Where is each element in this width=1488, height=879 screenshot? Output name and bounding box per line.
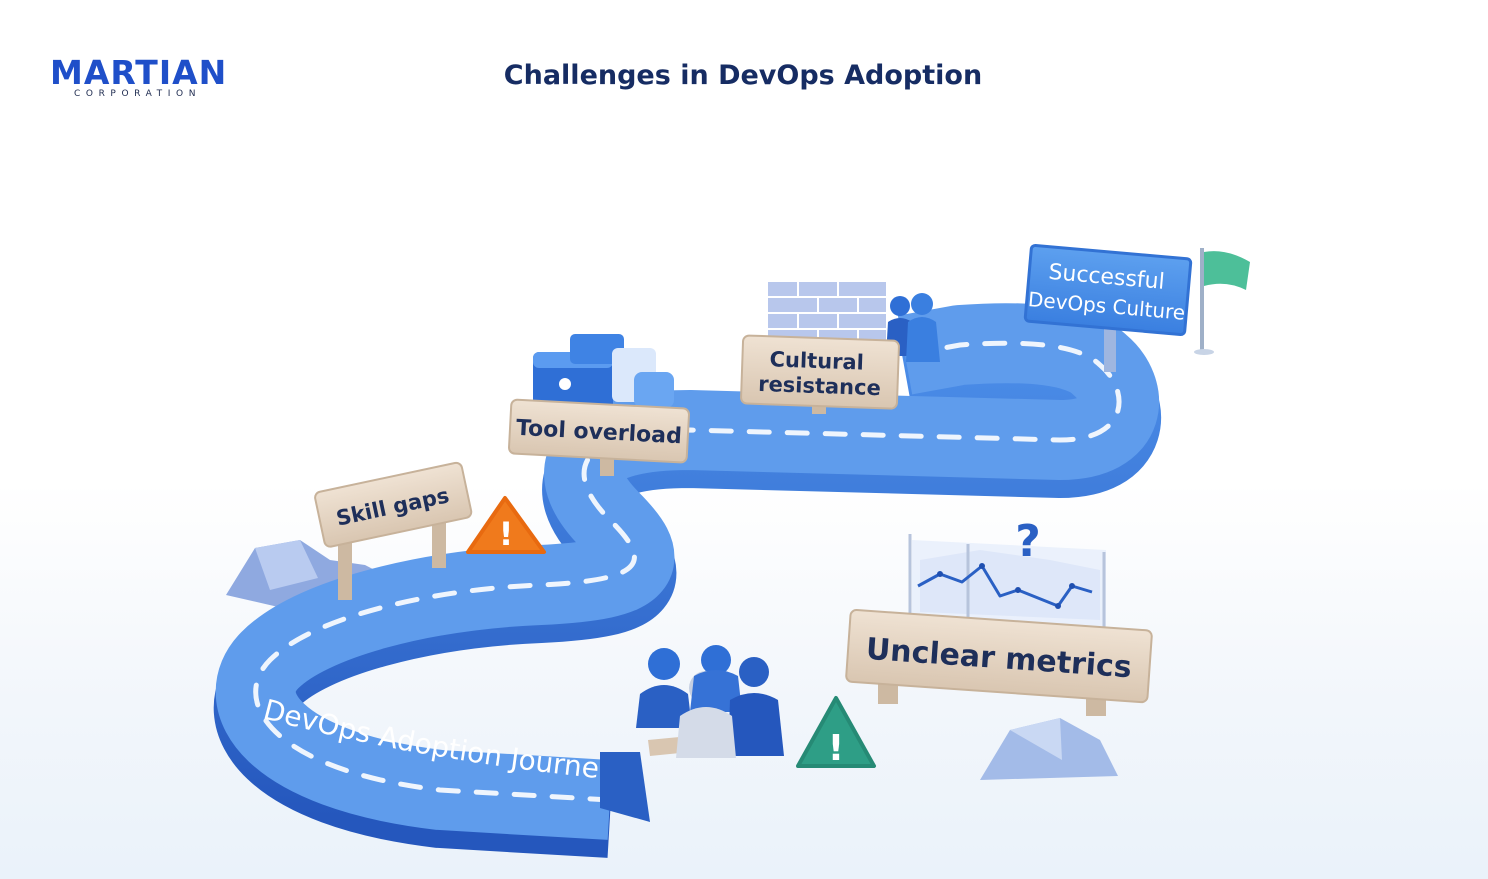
cultural-resistance-label: Cultural resistance — [758, 347, 882, 400]
brand-tagline: CORPORATION — [74, 89, 202, 99]
unclear-chart-icon: ? — [908, 516, 1106, 632]
skill-gaps-sign: Skill gaps — [314, 461, 473, 600]
brick-wall-icon — [768, 282, 886, 344]
rock-pile — [980, 718, 1118, 780]
warning-orange-icon: ! — [466, 496, 546, 554]
cultural-line-2: resistance — [758, 372, 881, 400]
tool-overload-sign: Tool overload — [508, 398, 690, 476]
warning-teal-icon: ! — [796, 696, 876, 769]
goal-sign: Successful DevOps Culture — [1023, 244, 1193, 372]
warning-mark: ! — [828, 728, 844, 769]
brand-logo: MARTIAN CORPORATION — [50, 56, 250, 104]
unclear-metrics-sign: Unclear metrics — [845, 609, 1153, 716]
people-crowd-icon — [636, 645, 784, 758]
question-mark: ? — [1015, 516, 1041, 567]
brand-name: MARTIAN — [50, 53, 228, 92]
flag-icon — [1194, 248, 1250, 355]
cultural-line-1: Cultural — [769, 347, 864, 374]
cultural-resistance-sign: Cultural resistance — [740, 334, 900, 414]
server-stack-icon — [533, 334, 674, 410]
warning-mark: ! — [499, 515, 514, 553]
page-title: Challenges in DevOps Adoption — [503, 60, 983, 91]
